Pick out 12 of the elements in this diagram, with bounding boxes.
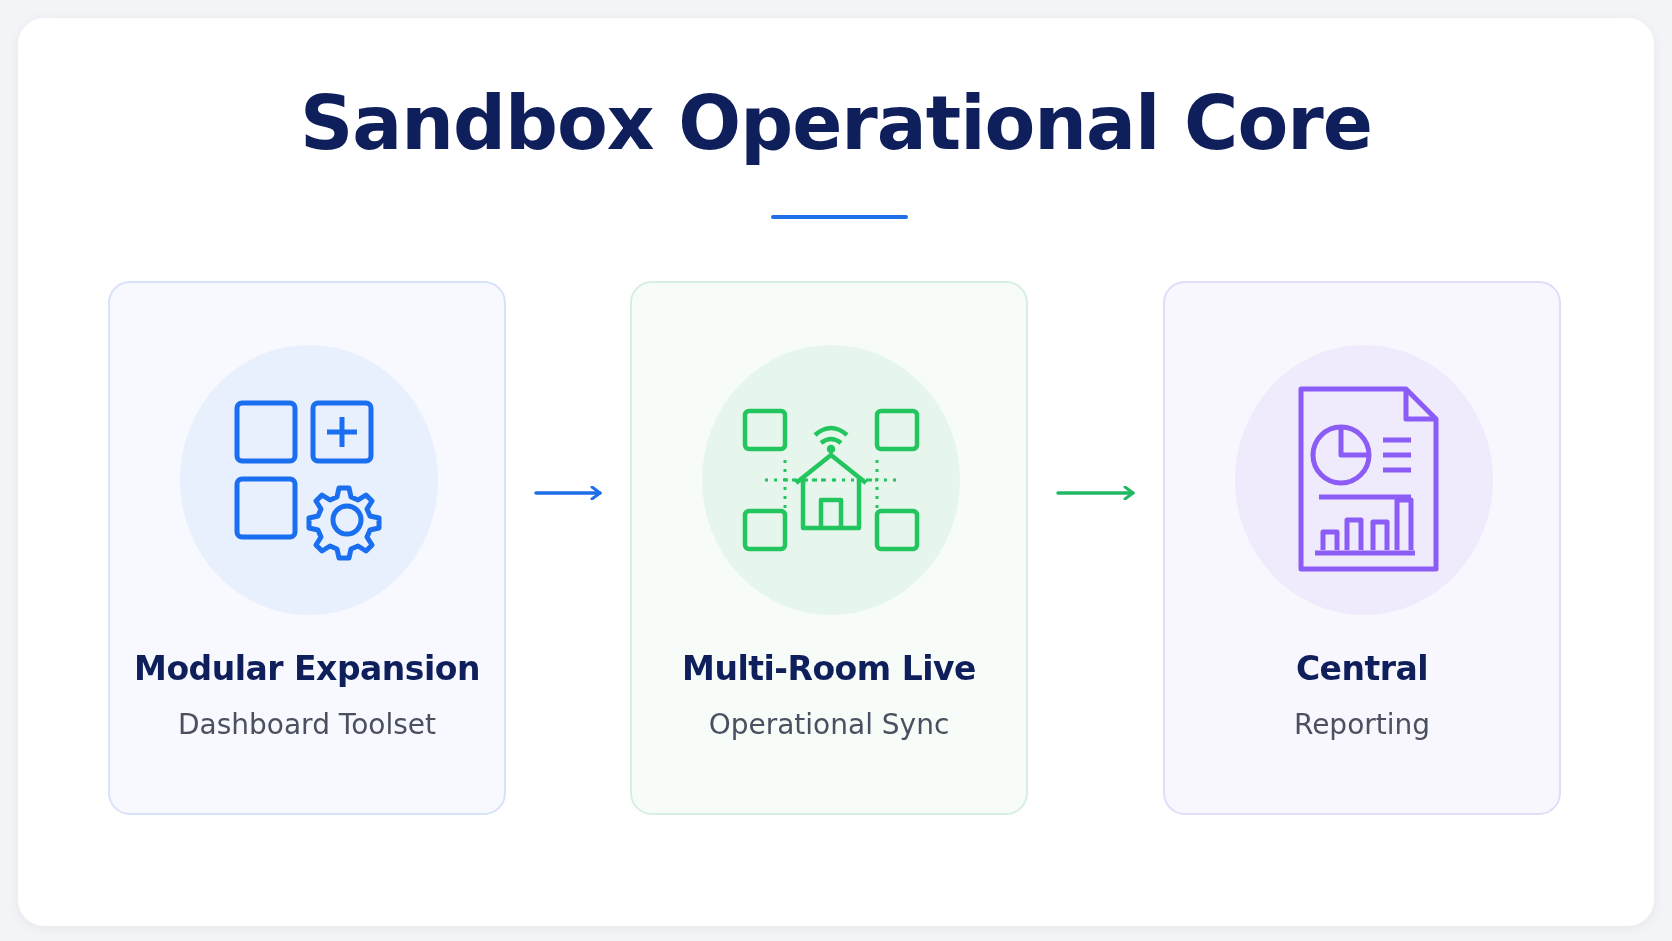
step-subtitle: Reporting <box>1292 708 1432 741</box>
step-card <box>108 281 506 815</box>
step-heading: Modular Expansion <box>133 649 481 688</box>
step-heading: Central <box>1294 649 1430 688</box>
step-card <box>1163 281 1561 815</box>
diagram-title: Sandbox Operational Core <box>300 80 1372 166</box>
arrow <box>1056 485 1135 501</box>
arrow <box>534 485 602 501</box>
step-subtitle: Operational Sync <box>707 708 951 741</box>
step-heading: Multi-Room Live <box>681 649 977 688</box>
step-card <box>630 281 1028 815</box>
step-subtitle: Dashboard Toolset <box>177 708 437 741</box>
